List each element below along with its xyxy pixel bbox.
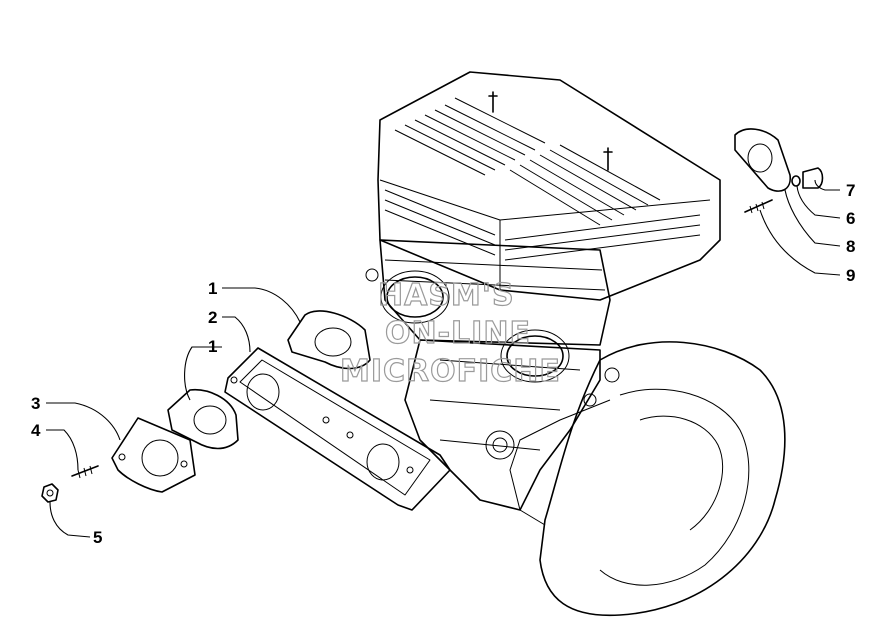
intake-flange-parts [41, 310, 451, 511]
callout-1-upper: 1 [208, 279, 217, 298]
watermark-line-1: HASM'S [378, 278, 515, 313]
callout-5: 5 [93, 528, 102, 547]
exhaust-gasket-parts [734, 128, 824, 214]
callout-1-lower: 1 [208, 337, 217, 356]
callout-8: 8 [846, 237, 855, 256]
watermark-line-2: ON-LINE [385, 316, 531, 351]
callout-2: 2 [208, 308, 217, 327]
callout-3: 3 [31, 394, 40, 413]
callout-4: 4 [31, 421, 41, 440]
callout-7: 7 [846, 181, 855, 200]
leader-lines [46, 179, 841, 538]
callout-9: 9 [846, 266, 855, 285]
callout-labels: 1 2 1 3 4 5 7 6 8 9 [31, 181, 855, 547]
watermark-line-3: MICROFICHE [340, 354, 561, 389]
watermark: HASM'S ON-LINE MICROFICHE [339, 277, 561, 389]
callout-6: 6 [846, 209, 855, 228]
engine-assembly [365, 71, 786, 617]
